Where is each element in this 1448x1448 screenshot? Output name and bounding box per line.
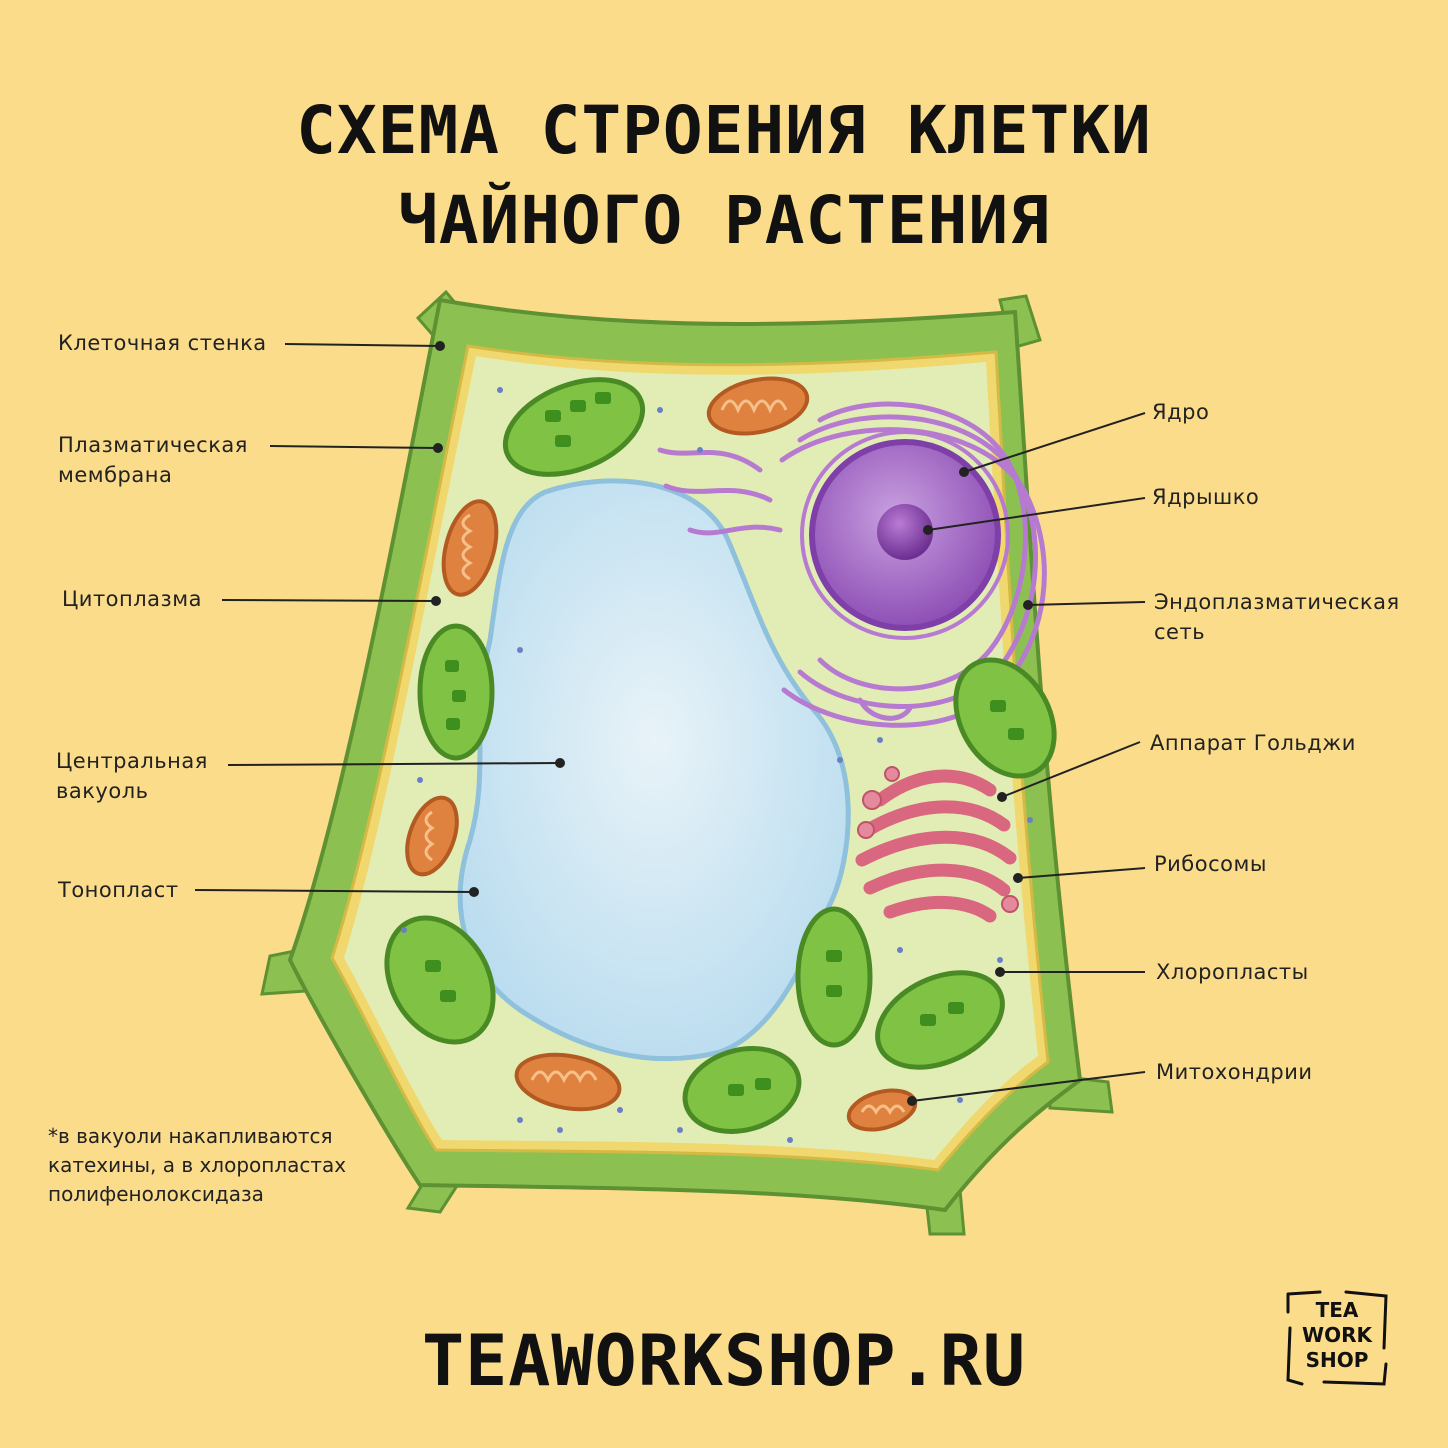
label-tonoplast: Тонопласт: [58, 878, 179, 902]
website-url: TEAWORKSHOP.RU: [421, 1320, 1026, 1402]
label-mitochondria: Митохондрии: [1156, 1060, 1313, 1084]
nuclear-envelope: [800, 430, 1010, 640]
golgi-vesicles: [857, 766, 1019, 913]
mitochondria: [405, 376, 918, 1132]
mitochondria-cristae: [424, 399, 906, 1115]
label-nucleus: Ядро: [1152, 400, 1210, 424]
label-ribosomes: Рибосомы: [1154, 852, 1267, 876]
logo-line-3: SHOP: [1305, 1348, 1369, 1372]
tea-workshop-logo: TEA WORK SHOP: [1284, 1288, 1390, 1388]
label-cell-wall: Клеточная стенка: [58, 331, 267, 355]
label-central-vacuole: Центральная вакуоль: [56, 749, 208, 803]
leader-lines: [194, 341, 1146, 1106]
logo-frame-icon: [1286, 1290, 1388, 1386]
title-line-1: СХЕМА СТРОЕНИЯ КЛЕТКИ: [296, 92, 1152, 170]
label-plasma-membrane: Плазматическая мембрана: [58, 433, 248, 487]
nucleolus: [877, 504, 933, 560]
label-chloroplasts: Хлоропласты: [1156, 960, 1309, 984]
label-nucleolus: Ядрышко: [1152, 485, 1260, 509]
thylakoid-stacks: [425, 392, 1024, 1096]
golgi-apparatus: [855, 769, 1017, 923]
footnote: *в вакуоли накапливаются катехины, а в х…: [48, 1124, 347, 1206]
title-line-2: ЧАЙНОГО РАСТЕНИЯ: [398, 182, 1050, 260]
label-cytoplasm: Цитоплазма: [62, 587, 202, 611]
label-endoplasmic-reticulum: Эндоплазматическая сеть: [1154, 590, 1400, 644]
logo-line-2: WORK: [1302, 1323, 1372, 1347]
logo-line-1: TEA: [1315, 1298, 1359, 1322]
label-golgi-apparatus: Аппарат Гольджи: [1150, 731, 1356, 755]
